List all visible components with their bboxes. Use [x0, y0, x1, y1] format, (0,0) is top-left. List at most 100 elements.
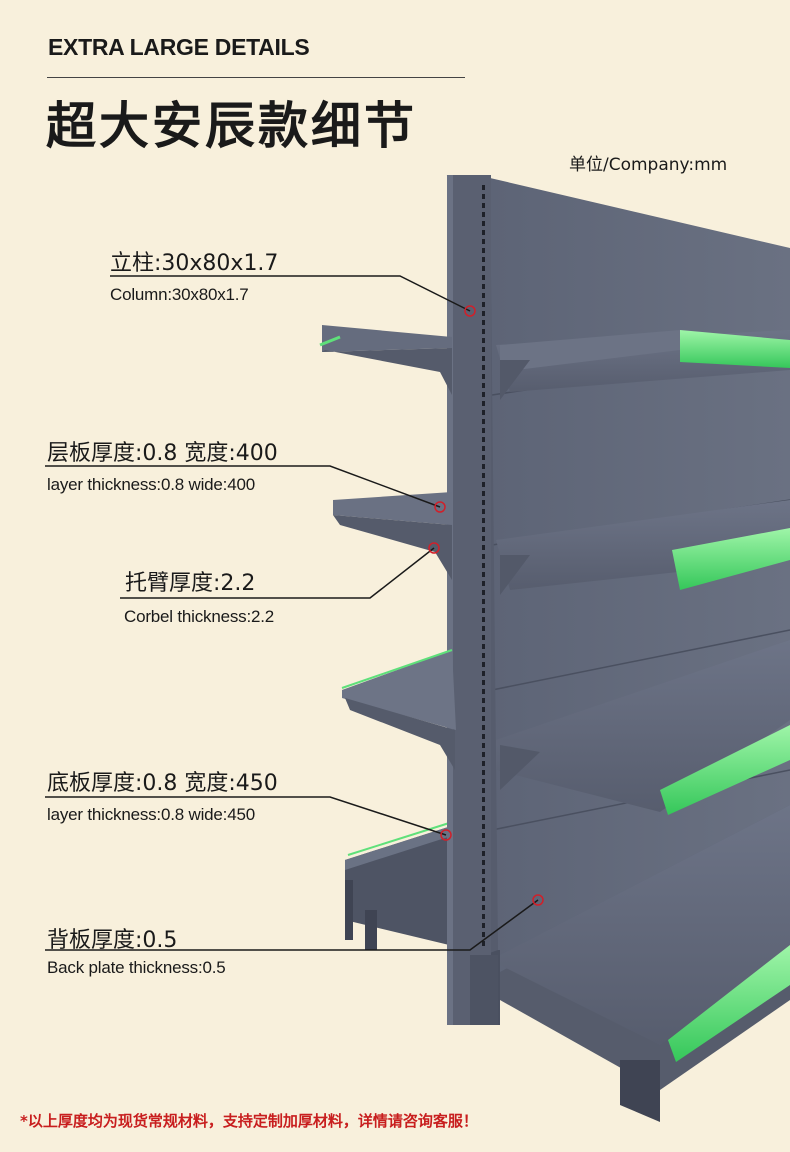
column-slot	[482, 554, 485, 559]
column-slot	[482, 464, 485, 469]
column-slot	[482, 806, 485, 811]
column-slot	[482, 221, 485, 226]
column-slot	[482, 428, 485, 433]
column-slot	[482, 878, 485, 883]
right-shelves	[496, 330, 790, 1062]
column-slot	[482, 635, 485, 640]
column-slot	[482, 329, 485, 334]
footer-note: *以上厚度均为现货常规材料，支持定制加厚材料，详情请咨询客服！	[20, 1112, 478, 1130]
column-slot	[482, 824, 485, 829]
column-slot	[482, 203, 485, 208]
column-slot	[482, 797, 485, 802]
column-slot	[482, 725, 485, 730]
column-slot	[482, 716, 485, 721]
column-slot	[482, 761, 485, 766]
column-slot	[482, 644, 485, 649]
column-slot	[482, 320, 485, 325]
column-slot	[482, 923, 485, 928]
column-slot	[482, 752, 485, 757]
marker-back	[532, 894, 544, 906]
column-slot	[482, 887, 485, 892]
column-slot	[482, 572, 485, 577]
column-slot	[482, 896, 485, 901]
column-slot	[482, 347, 485, 352]
column-slot	[482, 185, 485, 190]
column-slot	[482, 779, 485, 784]
column-slot	[482, 671, 485, 676]
price-strip	[680, 330, 790, 368]
column-slot	[482, 689, 485, 694]
column-slot	[482, 473, 485, 478]
header-title-cn: 超大安辰款细节	[46, 97, 417, 155]
column-slot	[482, 608, 485, 613]
column-slot	[482, 401, 485, 406]
column-slot	[482, 194, 485, 199]
column-slot	[482, 905, 485, 910]
column-slot	[482, 356, 485, 361]
unit-label: 单位/Company:mm	[569, 155, 728, 175]
column-slot	[482, 257, 485, 262]
column-slot	[482, 338, 485, 343]
column-slot	[482, 302, 485, 307]
column-slot	[482, 536, 485, 541]
column-slot	[482, 365, 485, 370]
column-slot	[482, 617, 485, 622]
column-slot	[482, 707, 485, 712]
column-slot	[482, 914, 485, 919]
column-slot	[482, 230, 485, 235]
leader-lines	[45, 275, 539, 951]
annotation-back-cn: 背板厚度:0.5	[47, 928, 178, 953]
column-slot	[482, 599, 485, 604]
column-slot	[482, 239, 485, 244]
column-slot	[482, 626, 485, 631]
column-slot	[482, 833, 485, 838]
column-slot	[482, 860, 485, 865]
column-slot	[482, 419, 485, 424]
column-slot	[482, 446, 485, 451]
column-slot	[482, 491, 485, 496]
column-slot	[482, 680, 485, 685]
column-slot	[482, 500, 485, 505]
annotation-corbel-cn: 托臂厚度:2.2	[125, 571, 256, 596]
column-slot	[482, 698, 485, 703]
annotation-back-en: Back plate thickness:0.5	[47, 958, 226, 977]
column-slot	[482, 392, 485, 397]
column-slot	[482, 788, 485, 793]
column-slot	[482, 590, 485, 595]
left-shelves	[319, 325, 456, 770]
column-slot	[482, 770, 485, 775]
marker-base	[440, 829, 452, 841]
column-slot	[482, 743, 485, 748]
column-slot	[482, 293, 485, 298]
annotation-layer-cn: 层板厚度:0.8 宽度:400	[47, 441, 278, 466]
annotation-corbel-en: Corbel thickness:2.2	[124, 607, 275, 626]
column-slot	[482, 734, 485, 739]
column-slot	[482, 212, 485, 217]
column-slot	[482, 284, 485, 289]
header-title-en: EXTRA LARGE DETAILS	[48, 34, 310, 60]
column-slot	[482, 383, 485, 388]
column-slot	[482, 455, 485, 460]
markers	[428, 305, 544, 906]
column-slot	[482, 815, 485, 820]
column-slot	[482, 509, 485, 514]
column-slot	[482, 518, 485, 523]
column-slot	[482, 581, 485, 586]
annotation-layer-en: layer thickness:0.8 wide:400	[47, 475, 255, 494]
column-slot	[482, 842, 485, 847]
column-slot	[482, 869, 485, 874]
column-slot	[482, 653, 485, 658]
column-slot	[482, 266, 485, 271]
column-slot	[482, 527, 485, 532]
column-slot	[482, 437, 485, 442]
column-slot	[482, 482, 485, 487]
column-slot	[482, 311, 485, 316]
annotation-column-en: Column:30x80x1.7	[110, 285, 249, 304]
column-slot	[482, 851, 485, 856]
column-slot	[482, 410, 485, 415]
column-slot	[482, 248, 485, 253]
marker-layer	[434, 501, 446, 513]
column-slot	[482, 545, 485, 550]
header-divider	[47, 77, 465, 78]
